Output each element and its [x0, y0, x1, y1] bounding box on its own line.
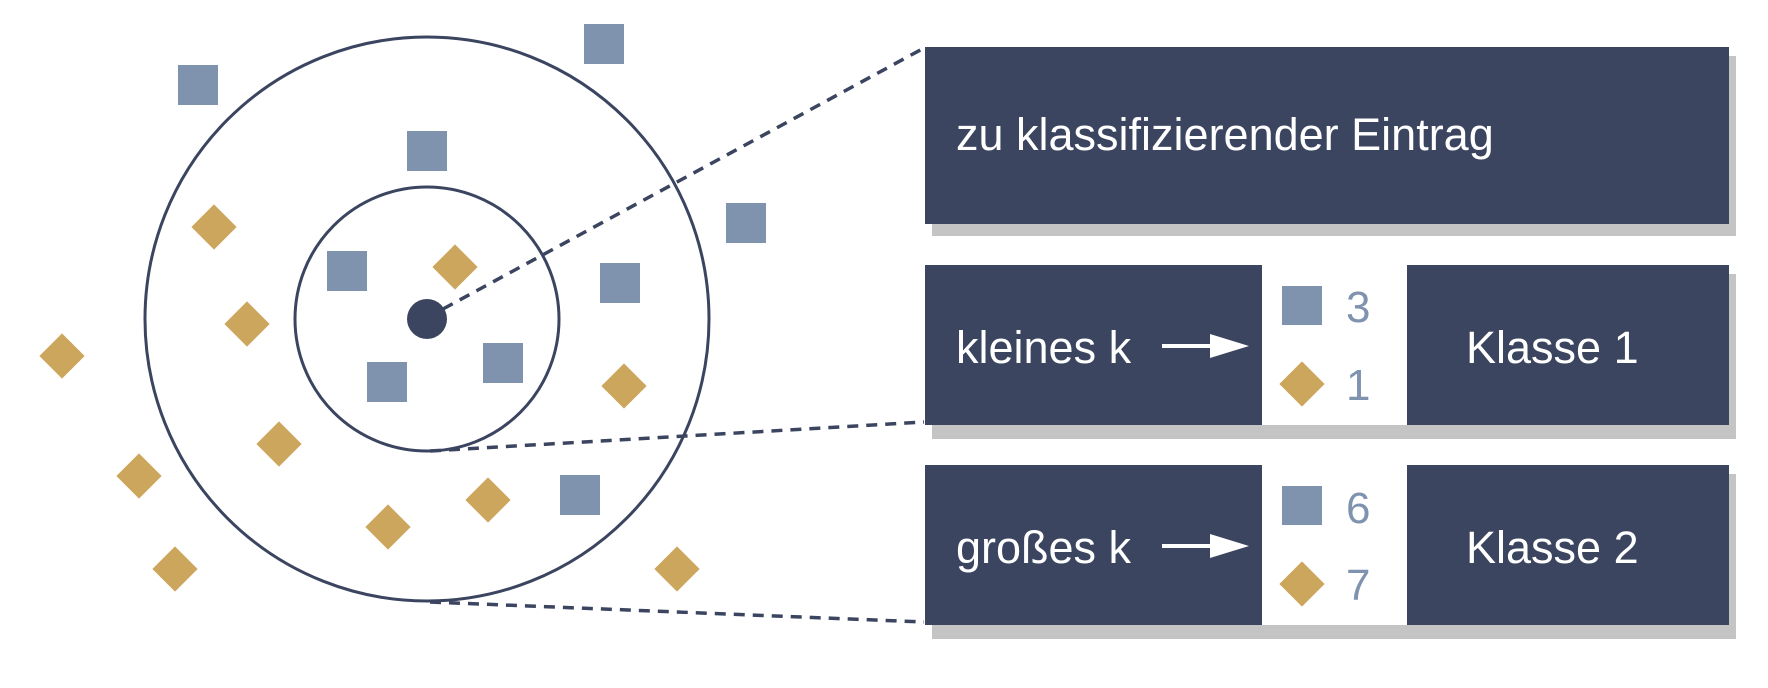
diamond-marker: [152, 546, 198, 592]
square-count: 6: [1346, 484, 1370, 533]
square-marker: [584, 24, 624, 64]
diamond-marker: [39, 333, 85, 379]
diamond-marker: [191, 204, 237, 250]
right-arrow-icon: [1162, 334, 1249, 358]
square-marker: [367, 362, 407, 402]
diamond-marker: [601, 363, 647, 409]
outer-circle: [143, 35, 711, 603]
scatter-plot: [39, 24, 766, 603]
square-count: 3: [1346, 283, 1370, 332]
diamond-marker: [432, 244, 478, 290]
square-marker: [407, 131, 447, 171]
row-small-k-result-panel: [1407, 265, 1729, 425]
diamond-count: 7: [1346, 561, 1370, 610]
diamond-marker: [256, 421, 302, 467]
row-large-k-result-panel: [1407, 465, 1729, 625]
k-label: großes k: [956, 522, 1132, 573]
result-label: Klasse 1: [1466, 322, 1639, 373]
k-label: kleines k: [956, 322, 1132, 373]
diamond-marker: [654, 546, 700, 592]
diamond-count: 1: [1346, 361, 1370, 410]
connector-query-to-entry: [442, 46, 925, 311]
square-legend-icon: [1282, 486, 1322, 525]
square-marker: [327, 251, 367, 291]
square-marker: [600, 263, 640, 303]
connector-outer-to-large-k: [429, 600, 925, 624]
connector-lines: [429, 46, 925, 624]
entry-box-panel: [925, 47, 1729, 224]
entry-box-label: zu klassifizierender Eintrag: [956, 109, 1494, 160]
diamond-marker: [465, 477, 511, 523]
entry-box: zu klassifizierender Eintrag: [925, 47, 1736, 236]
diamond-marker: [116, 453, 162, 499]
connector-inner-to-small-k: [429, 420, 925, 453]
square-legend-icon: [1282, 286, 1322, 325]
square-marker: [178, 65, 218, 105]
query-point-dot: [407, 299, 447, 339]
right-arrow-icon: [1162, 534, 1249, 558]
square-marker: [483, 343, 523, 383]
square-marker: [726, 203, 766, 243]
diamond-marker: [224, 301, 270, 347]
diamond-marker: [365, 504, 411, 550]
inner-circle: [293, 185, 561, 453]
square-marker: [560, 475, 600, 515]
row-small-k: kleines k 3 1 Klasse 1: [925, 265, 1736, 439]
row-large-k: großes k 6 7 Klasse 2: [925, 465, 1736, 639]
result-label: Klasse 2: [1466, 522, 1639, 573]
